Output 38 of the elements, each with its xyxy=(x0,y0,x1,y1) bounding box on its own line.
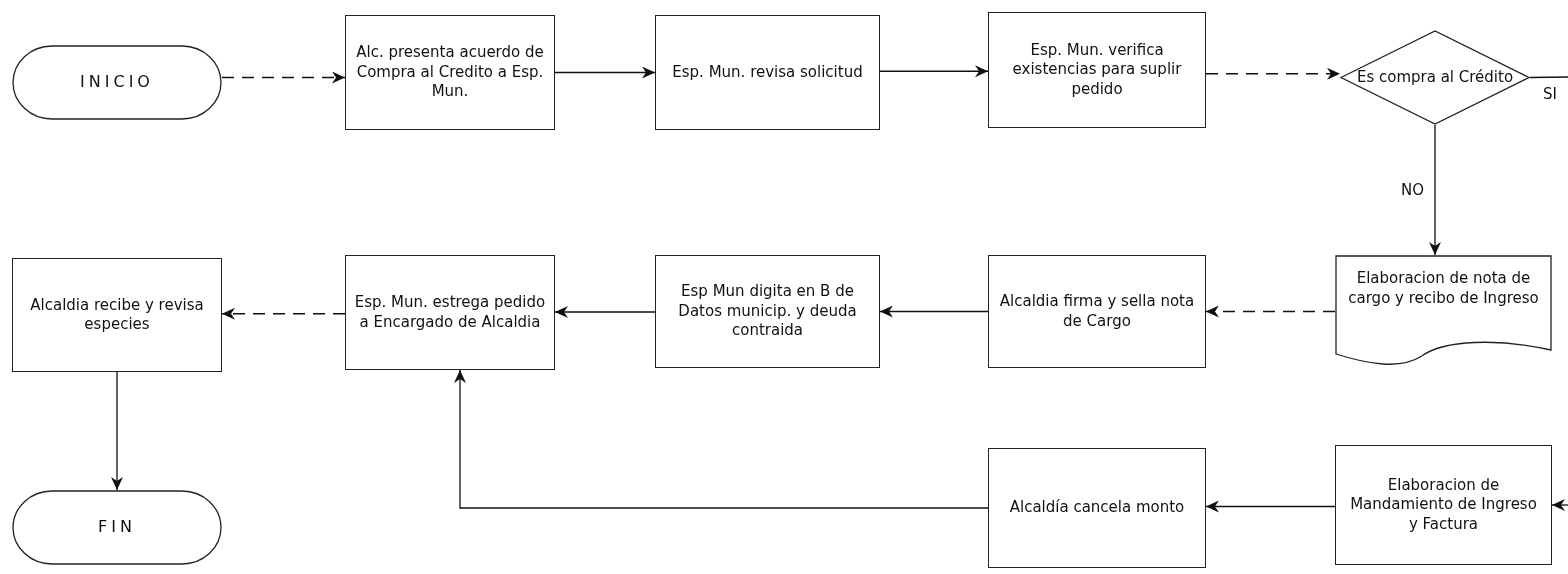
step-text: Elaboracion de Mandamiento de Ingreso y Factura xyxy=(1349,475,1538,535)
arrow xyxy=(1551,499,1568,511)
arrow xyxy=(554,66,656,79)
terminal-label: INICIO xyxy=(79,72,155,93)
step-text: Esp Mun digita en B de Datos municip. y deuda contraida xyxy=(677,282,858,341)
process-box xyxy=(655,255,880,368)
process-box xyxy=(988,448,1206,568)
document-shape xyxy=(1335,255,1552,368)
arrow xyxy=(1429,124,1441,256)
process-box xyxy=(345,255,555,370)
arrow xyxy=(879,305,989,318)
terminal-label: FIN xyxy=(97,517,137,538)
process-box xyxy=(655,15,880,130)
step-text: Alc. presenta acuerdo de Compra al Credito a Esp. Mun. xyxy=(355,43,545,102)
arrow xyxy=(879,65,989,78)
step-text: Esp. Mun. revisa solicitud xyxy=(671,62,864,83)
process-box xyxy=(12,258,222,372)
arrow xyxy=(221,307,346,320)
arrow xyxy=(454,369,989,509)
arrow xyxy=(221,71,346,84)
step-text: Elaboracion de nota de cargo y recibo de Ingreso xyxy=(1347,269,1540,308)
process-box xyxy=(1335,445,1552,565)
process-box xyxy=(988,12,1206,128)
step-text: Alcaldia firma y sella nota de Cargo xyxy=(998,292,1196,331)
arrow xyxy=(111,371,123,491)
step-text: Esp. Mun. verifica existencias para suplir pedido xyxy=(1011,40,1183,100)
process-box xyxy=(345,15,555,130)
step-text: Es compra al Crédito xyxy=(1355,67,1515,88)
arrow xyxy=(1205,500,1336,513)
step-text: Alcaldía cancela monto xyxy=(1008,498,1186,518)
arrow xyxy=(554,306,656,318)
arrow xyxy=(1205,305,1336,318)
arrow xyxy=(1205,67,1341,80)
decision-diamond xyxy=(1340,30,1530,125)
step-text: Esp. Mun. estrega pedido a Encargado de Alcaldia xyxy=(353,293,547,332)
step-text: Alcaldia recibe y revisa especies xyxy=(29,295,205,335)
process-box xyxy=(988,255,1206,368)
connector-line xyxy=(1529,76,1568,79)
